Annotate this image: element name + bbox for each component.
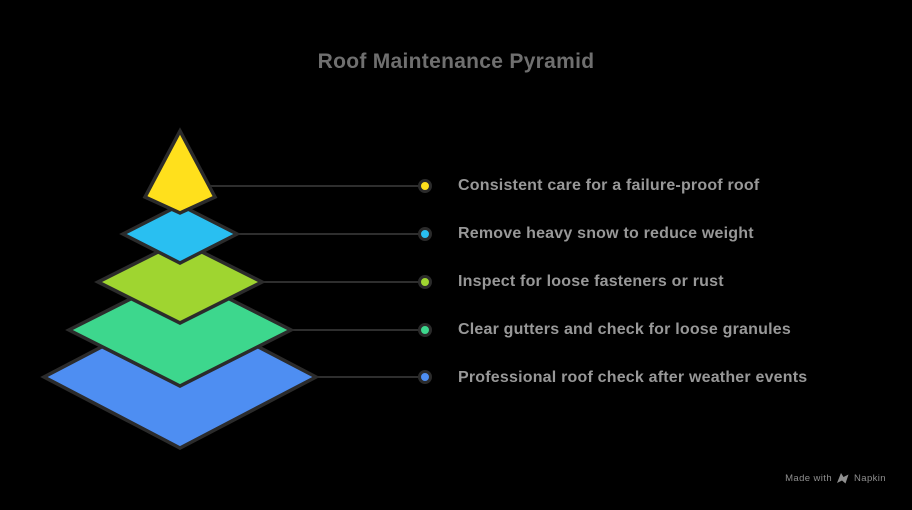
bullet-level-1 xyxy=(418,179,432,193)
bullet-level-5 xyxy=(418,370,432,384)
pyramid-level-4-shape xyxy=(65,272,295,388)
level-label-3: Inspect for loose fasteners or rust xyxy=(458,273,724,290)
level-label-5: Professional roof check after weather ev… xyxy=(458,369,808,386)
napkin-logo-icon xyxy=(837,473,849,484)
pyramid-level-1-shape xyxy=(142,127,218,215)
level-label-4: Clear gutters and check for loose granul… xyxy=(458,321,791,338)
level-label-2: Remove heavy snow to reduce weight xyxy=(458,225,754,242)
bullet-level-2 xyxy=(418,227,432,241)
bullet-level-3 xyxy=(418,275,432,289)
watermark: Made with Napkin xyxy=(785,473,886,484)
diagram-title: Roof Maintenance Pyramid xyxy=(317,50,595,73)
watermark-brand: Napkin xyxy=(854,473,886,484)
level-label-1: Consistent care for a failure-proof roof xyxy=(458,177,760,194)
pyramid-level-2-shape xyxy=(119,203,241,265)
bullet-level-4 xyxy=(418,323,432,337)
pyramid-level-3-shape xyxy=(94,239,266,325)
watermark-prefix: Made with xyxy=(785,473,833,484)
